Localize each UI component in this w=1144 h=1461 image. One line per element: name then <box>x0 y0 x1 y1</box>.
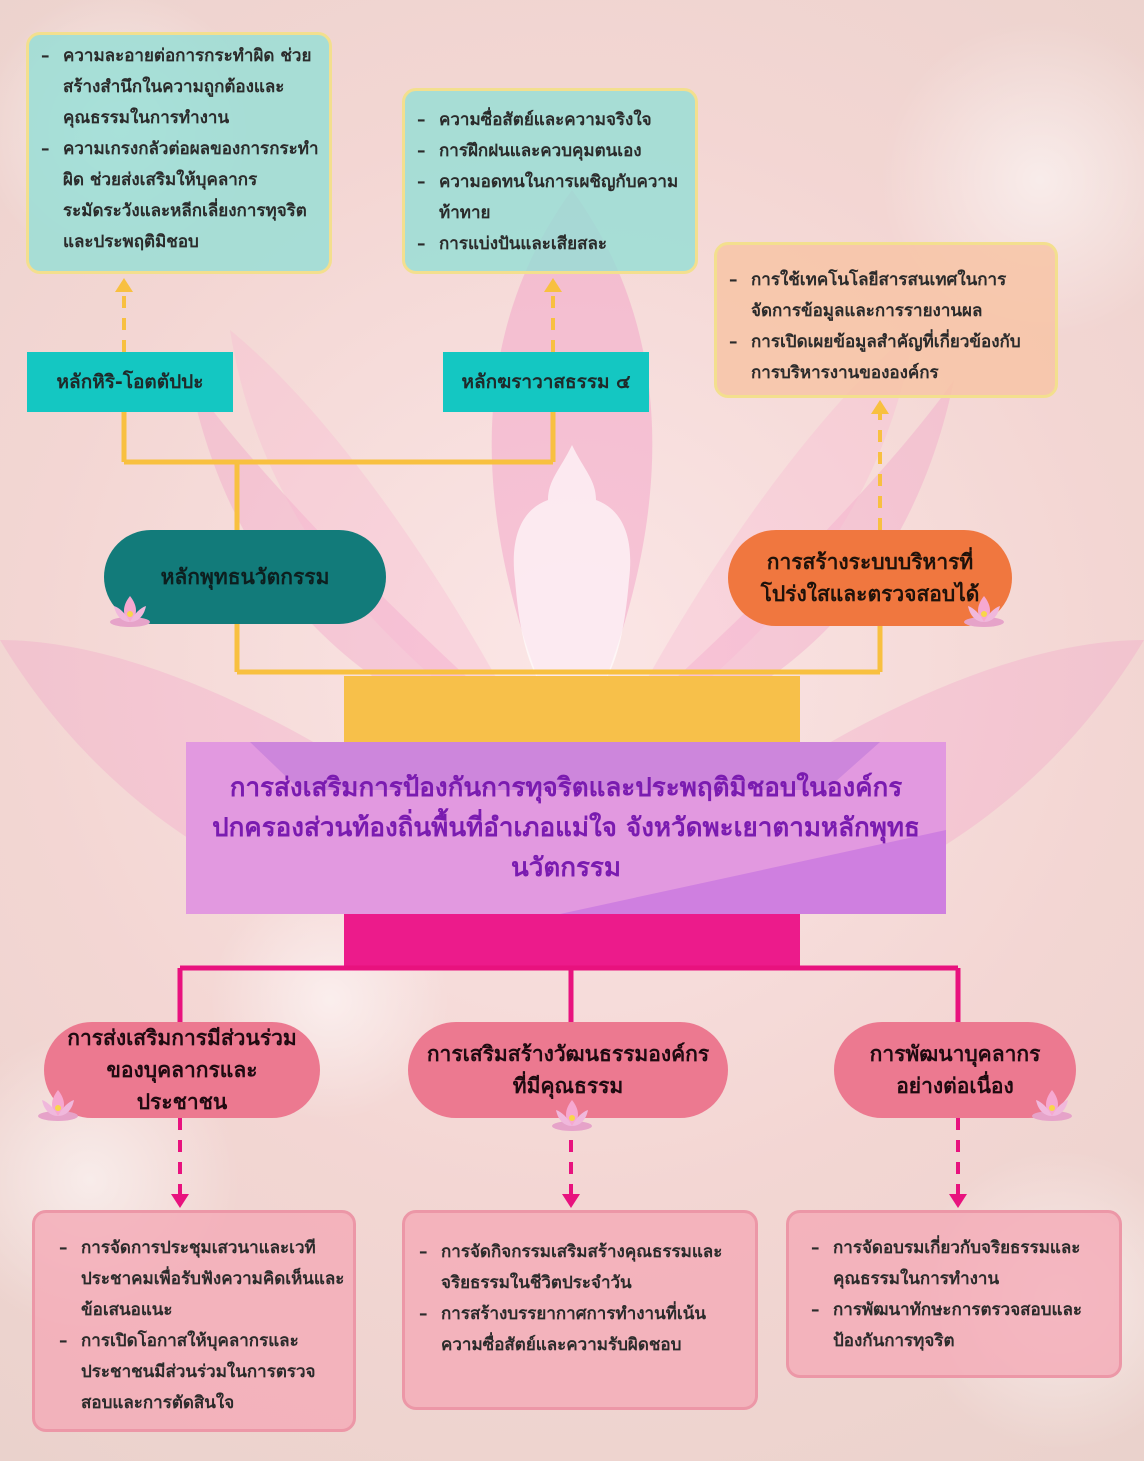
lotus-icon <box>1032 1090 1072 1121</box>
list-item: การจัดอบรมเกี่ยวกับจริยธรรมและคุณธรรมในก… <box>803 1233 1111 1295</box>
staff-development-details-box: การจัดอบรมเกี่ยวกับจริยธรรมและคุณธรรมในก… <box>786 1210 1122 1378</box>
hiri-otappa-details-box: ความละอายต่อการกระทำผิด ช่วยสร้างสำนึกใน… <box>26 32 332 274</box>
list-item: การเปิดโอกาสให้บุคลากรและประชาชนมีส่วนร่… <box>51 1326 345 1419</box>
virtuous-culture-pill: การเสริมสร้างวัฒนธรรมองค์กรที่มีคุณธรรม <box>408 1022 728 1118</box>
list-item: ความละอายต่อการกระทำผิด ช่วยสร้างสำนึกใน… <box>33 41 321 134</box>
ghara-vasa-dhamma-details-box: ความซื่อสัตย์และความจริงใจ การฝึกฝนและคว… <box>402 88 698 274</box>
list-item: ความเกรงกลัวต่อผลของการกระทำผิด ช่วยส่งเ… <box>33 134 321 258</box>
list-item: การแบ่งปันและเสียสละ <box>409 229 687 260</box>
transparent-management-pill: การสร้างระบบบริหารที่โปร่งใสและตรวจสอบได… <box>728 530 1012 626</box>
buddhist-innovation-pill: หลักพุทธนวัตกรรม <box>104 530 386 624</box>
hiri-otappa-label: หลักหิริ-โอตตัปปะ <box>27 352 233 412</box>
transparent-management-details-box: การใช้เทคโนโลยีสารสนเทศในการจัดการข้อมูล… <box>714 242 1058 398</box>
lotus-icon <box>110 596 150 627</box>
virtuous-culture-details-box: การจัดกิจกรรมเสริมสร้างคุณธรรมและจริยธรร… <box>402 1210 758 1410</box>
list-item: การจัดกิจกรรมเสริมสร้างคุณธรรมและจริยธรร… <box>411 1237 747 1299</box>
list-item: ความอดทนในการเผชิญกับความท้าทาย <box>409 167 687 229</box>
participation-pill: การส่งเสริมการมีส่วนร่วมของบุคลากรและประ… <box>44 1022 320 1118</box>
lotus-icon <box>38 1090 78 1121</box>
list-item: การฝึกฝนและควบคุมตนเอง <box>409 136 687 167</box>
list-item: การพัฒนาทักษะการตรวจสอบและป้องกันการทุจร… <box>803 1295 1111 1357</box>
list-item: การใช้เทคโนโลยีสารสนเทศในการจัดการข้อมูล… <box>721 265 1047 327</box>
lotus-icon <box>552 1100 592 1131</box>
list-item: ความซื่อสัตย์และความจริงใจ <box>409 105 687 136</box>
lotus-icon <box>964 596 1004 627</box>
list-item: การจัดการประชุมเสวนาและเวทีประชาคมเพื่อร… <box>51 1233 345 1326</box>
staff-development-pill: การพัฒนาบุคลากรอย่างต่อเนื่อง <box>834 1022 1076 1118</box>
ghara-vasa-dhamma-label: หลักฆราวาสธรรม ๔ <box>443 352 649 412</box>
list-item: การสร้างบรรยากาศการทำงานที่เน้นความซื่อส… <box>411 1299 747 1361</box>
list-item: การเปิดเผยข้อมูลสำคัญที่เกี่ยวข้องกับการ… <box>721 327 1047 389</box>
center-title: การส่งเสริมการป้องกันการทุจริตและประพฤติ… <box>212 773 920 883</box>
participation-details-box: การจัดการประชุมเสวนาและเวทีประชาคมเพื่อร… <box>32 1210 356 1432</box>
